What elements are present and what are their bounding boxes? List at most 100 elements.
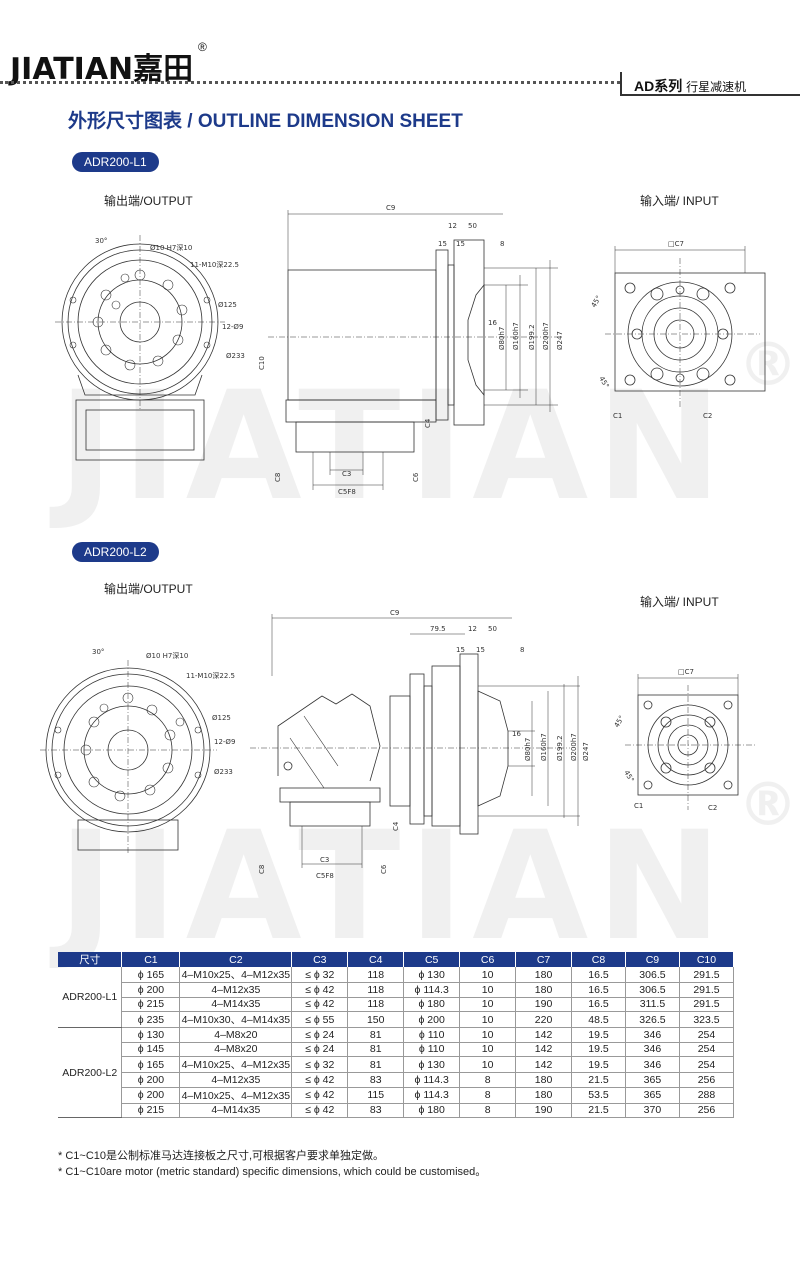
table-cell: ϕ 145 bbox=[121, 1042, 181, 1057]
table-cell: 180 bbox=[515, 982, 573, 998]
l1-c1: C1 bbox=[613, 412, 622, 420]
table-cell: 291.5 bbox=[679, 967, 735, 983]
table-cell: ≤ ϕ 42 bbox=[291, 997, 349, 1012]
l2-side-view: C9 79.5 12 50 15 15 8 C10 C4 C8 C3 C5F8 … bbox=[250, 609, 590, 880]
l2-angle-30: 30° bbox=[92, 648, 104, 656]
l2-c4: C4 bbox=[392, 821, 400, 831]
table-cell: 16.5 bbox=[571, 982, 626, 998]
l2-input-45-a: 45° bbox=[613, 714, 626, 729]
l2-c1: C1 bbox=[634, 802, 643, 810]
table-header-cell: C10 bbox=[679, 952, 735, 967]
l2-50: 50 bbox=[488, 625, 497, 633]
table-cell: 142 bbox=[515, 1056, 573, 1073]
table-cell: ϕ 114.3 bbox=[403, 1072, 461, 1088]
table-cell: 180 bbox=[515, 1087, 573, 1104]
footnote-cn: * C1~C10是公制标准马达连接板之尺寸,可根据客户要求单独定做。 bbox=[58, 1150, 385, 1162]
table-header-cell: C8 bbox=[571, 952, 626, 967]
table-cell: 19.5 bbox=[571, 1042, 626, 1057]
l1-angle-30: 30° bbox=[95, 237, 107, 245]
input-label-l2: 输入端/ INPUT bbox=[640, 595, 719, 609]
l2-12: 12 bbox=[468, 625, 477, 633]
table-cell: ϕ 110 bbox=[403, 1027, 461, 1043]
table-cell: 256 bbox=[679, 1103, 735, 1118]
table-cell: 118 bbox=[347, 997, 405, 1012]
l1-8: 8 bbox=[500, 240, 504, 248]
table-cell: 291.5 bbox=[679, 982, 735, 998]
table-cell: ϕ 130 bbox=[403, 1056, 461, 1073]
table-cell: 10 bbox=[459, 997, 517, 1012]
l2-15a: 15 bbox=[456, 646, 465, 654]
l1-input-view: □C7 45° 45° C1 C2 bbox=[590, 240, 766, 420]
table-cell: 142 bbox=[515, 1027, 573, 1043]
l1-d16: 16 bbox=[488, 319, 497, 327]
table-cell: ϕ 165 bbox=[121, 1056, 181, 1073]
table-cell: ≤ ϕ 42 bbox=[291, 982, 349, 998]
table-cell: ≤ ϕ 42 bbox=[291, 1103, 349, 1118]
table-cell: 16.5 bbox=[571, 967, 626, 983]
l2-d160: Ø160h7 bbox=[540, 733, 548, 761]
section-tag-l2: ADR200-L2 bbox=[72, 542, 159, 562]
table-cell: ϕ 180 bbox=[403, 997, 461, 1012]
table-cell: 118 bbox=[347, 982, 405, 998]
table-cell: 10 bbox=[459, 1042, 517, 1057]
l2-d200: Ø200h7 bbox=[570, 733, 578, 761]
table-cell: 190 bbox=[515, 1103, 573, 1118]
table-cell: ϕ 200 bbox=[403, 1011, 461, 1028]
table-cell: ≤ ϕ 32 bbox=[291, 1056, 349, 1073]
l1-d200: Ø200h7 bbox=[542, 322, 550, 350]
l1-c6: C6 bbox=[412, 472, 420, 482]
table-cell: ϕ 130 bbox=[121, 1027, 181, 1043]
l1-15a: 15 bbox=[438, 240, 447, 248]
l1-15b: 15 bbox=[456, 240, 465, 248]
l2-d1992: Ø199.2 bbox=[556, 735, 564, 761]
l1-c3: C3 bbox=[342, 470, 351, 478]
table-cell: 19.5 bbox=[571, 1027, 626, 1043]
table-cell: 81 bbox=[347, 1027, 405, 1043]
table-cell: 365 bbox=[625, 1072, 680, 1088]
model-cell: ADR200-L1 bbox=[58, 967, 123, 1028]
l2-c8: C8 bbox=[258, 865, 266, 874]
l2-d247: Ø247 bbox=[582, 742, 590, 761]
input-label-l1: 输入端/ INPUT bbox=[640, 194, 719, 208]
table-cell: ϕ 200 bbox=[121, 1087, 181, 1104]
table-cell: 10 bbox=[459, 1027, 517, 1043]
table-cell: ≤ ϕ 24 bbox=[291, 1027, 349, 1043]
table-cell: ϕ 110 bbox=[403, 1042, 461, 1057]
table-cell: 365 bbox=[625, 1087, 680, 1104]
l1-c9: C9 bbox=[386, 204, 395, 212]
page-title: 外形尺寸图表 / OUTLINE DIMENSION SHEET bbox=[68, 111, 463, 132]
table-cell: 288 bbox=[679, 1087, 735, 1104]
table-cell: 311.5 bbox=[625, 997, 680, 1012]
table-cell: 323.5 bbox=[679, 1011, 735, 1028]
table-cell: 16.5 bbox=[571, 997, 626, 1012]
l2-d125: Ø125 bbox=[212, 714, 231, 722]
table-cell: 118 bbox=[347, 967, 405, 983]
l2-15b: 15 bbox=[476, 646, 485, 654]
l1-c2: C2 bbox=[703, 412, 712, 420]
table-cell: ϕ 235 bbox=[121, 1011, 181, 1028]
table-cell: ϕ 114.3 bbox=[403, 982, 461, 998]
table-cell: ϕ 180 bbox=[403, 1103, 461, 1118]
l1-d247: Ø247 bbox=[556, 331, 564, 350]
table-cell: 370 bbox=[625, 1103, 680, 1118]
l2-input-45-b: 45° bbox=[622, 769, 635, 784]
table-cell: 190 bbox=[515, 997, 573, 1012]
l1-d125: Ø125 bbox=[218, 301, 237, 309]
series-subtitle: 行星减速机 bbox=[686, 80, 747, 94]
table-cell: ϕ 114.3 bbox=[403, 1087, 461, 1104]
table-cell: 48.5 bbox=[571, 1011, 626, 1028]
table-header-cell: C9 bbox=[625, 952, 680, 967]
table-cell: 19.5 bbox=[571, 1056, 626, 1073]
table-cell: 4–M12x35 bbox=[179, 1072, 293, 1088]
table-cell: 4–M8x20 bbox=[179, 1042, 293, 1057]
output-label-l2: 输出端/OUTPUT bbox=[104, 582, 193, 596]
table-cell: 180 bbox=[515, 967, 573, 983]
series-label: AD系列 行星减速机 bbox=[634, 78, 747, 94]
table-cell: 4–M14x35 bbox=[179, 1103, 293, 1118]
table-cell: ≤ ϕ 42 bbox=[291, 1087, 349, 1104]
